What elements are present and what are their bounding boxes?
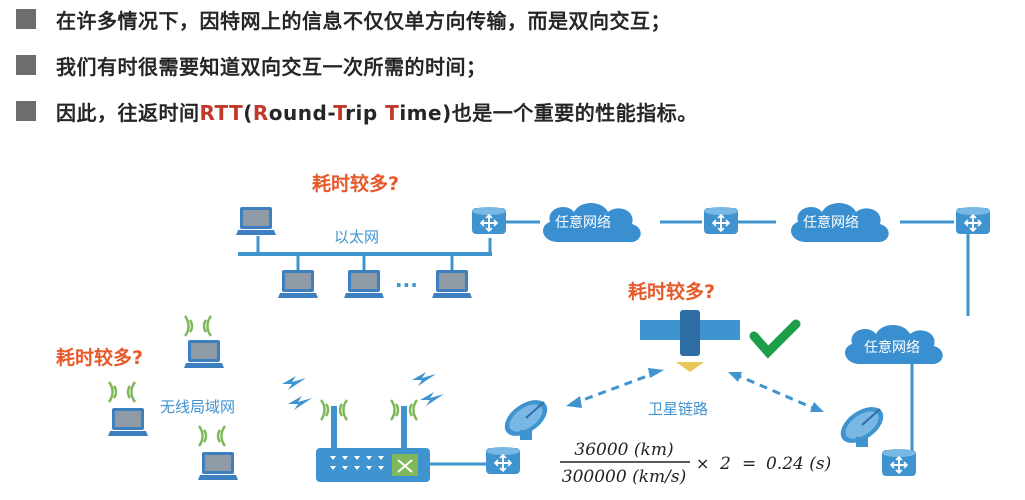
wlan-label: 无线局域网 <box>160 398 235 416</box>
laptop-icon <box>344 270 384 298</box>
formula-numerator: 36000 (km) <box>574 440 673 460</box>
satellite-link-label: 卫星链路 <box>648 400 708 418</box>
ethernet-label: 以太网 <box>334 228 379 246</box>
router-icon <box>485 446 521 475</box>
arrow-head-icon <box>810 402 824 412</box>
bullet-square-icon <box>16 55 36 75</box>
formula-equals: = <box>742 454 756 474</box>
satellite-link-line <box>571 370 659 406</box>
satellite-icon <box>640 310 740 372</box>
wifi-signal-icon <box>107 380 137 404</box>
rtt-abbreviation: RTT <box>199 100 244 125</box>
arrow-head-icon <box>728 372 742 382</box>
wifi-signal-icon <box>183 314 213 338</box>
cloud-label: 任意网络 <box>803 214 859 231</box>
delay-formula: 36000 (km) 300000 (km/s) × 2 = 0.24 (s) <box>560 440 831 487</box>
check-mark-icon <box>749 319 801 359</box>
question-label: 耗时较多? <box>312 172 399 195</box>
arrow-head-icon <box>648 368 664 378</box>
rtt-initial-r: R <box>252 100 269 125</box>
laptop-icon <box>432 270 472 298</box>
bullet-text: 我们有时很需要知道双向交互一次所需的时间； <box>56 54 487 79</box>
router-icon <box>471 206 507 235</box>
bullet-text: 在许多情况下，因特网上的信息不仅仅单方向传输，而是双向交互； <box>56 8 671 33</box>
lightning-icon <box>282 376 306 390</box>
bullet-square-icon <box>16 101 36 121</box>
rtt-ime: ime) <box>399 100 452 125</box>
router-icon <box>881 448 917 477</box>
cloud-label: 任意网络 <box>555 214 611 231</box>
arrow-head-icon <box>566 396 582 408</box>
bullet-square-icon <box>16 9 36 29</box>
laptop-icon <box>278 270 318 298</box>
router-icon <box>955 206 991 235</box>
laptop-icon <box>184 340 224 368</box>
lightning-icon <box>288 396 312 410</box>
network-diagram: 耗时较多? 以太网 ··· 任意网络 任意网络 任意网络 耗时较多? 卫星链路 … <box>56 172 991 487</box>
wireless-router-icon <box>316 406 430 482</box>
rtt-ound: ound- <box>268 100 334 125</box>
cloud-label: 任意网络 <box>864 339 920 356</box>
rtt-open: ( <box>243 100 253 125</box>
bullet-text-rtt: 因此，往返时间RTT(Round-Trip Time)也是一个重要的性能指标。 <box>56 97 698 126</box>
satellite-dish-icon <box>833 398 891 452</box>
rtt-initial-t2: T <box>385 100 400 125</box>
laptop-icon <box>108 408 148 436</box>
satellite-dish-icon <box>497 391 555 445</box>
bullet-item: 我们有时很需要知道双向交互一次所需的时间； <box>16 48 487 82</box>
rtt-post: 也是一个重要的性能指标。 <box>451 100 698 125</box>
ellipsis-label: ··· <box>395 273 418 297</box>
formula-times: × <box>696 454 709 473</box>
laptop-icon <box>236 207 276 235</box>
question-label: 耗时较多? <box>628 280 715 303</box>
bullet-item: 在许多情况下，因特网上的信息不仅仅单方向传输，而是双向交互； <box>16 2 671 36</box>
question-label: 耗时较多? <box>56 346 143 369</box>
router-icon <box>703 206 739 235</box>
formula-denominator: 300000 (km/s) <box>562 467 686 487</box>
router-ports <box>330 456 384 470</box>
formula-factor: 2 <box>719 454 731 474</box>
rtt-pre: 因此，往返时间 <box>56 100 200 125</box>
rtt-initial-t: T <box>333 100 346 125</box>
wifi-signal-icon <box>197 424 227 448</box>
lightning-icon <box>420 392 444 406</box>
rtt-rip: rip <box>345 100 386 125</box>
lightning-icon <box>412 372 436 386</box>
satellite-link-line <box>733 372 819 412</box>
bullet-item: 因此，往返时间RTT(Round-Trip Time)也是一个重要的性能指标。 <box>16 94 698 128</box>
formula-result: 0.24 (s) <box>766 454 831 474</box>
laptop-icon <box>198 452 238 480</box>
